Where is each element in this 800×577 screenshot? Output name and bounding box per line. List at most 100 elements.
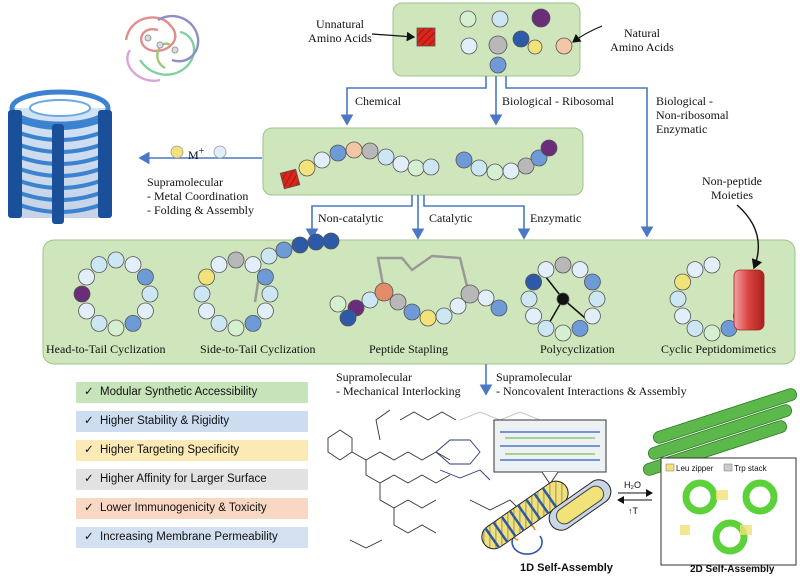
residue [261, 285, 279, 303]
benefit-text: Higher Targeting Specificity [100, 444, 240, 456]
residue [520, 290, 538, 308]
benefit-item: ✓ Higher Affinity for Larger Surface [76, 469, 308, 490]
supramolecular-metal-label: Supramolecular - Metal Coordination - Fo… [147, 175, 255, 217]
enzymatic-label: Enzymatic [530, 211, 582, 225]
residue [136, 268, 154, 286]
residue [554, 324, 572, 342]
side-to-tail-ring [193, 232, 340, 337]
temperature-label: ↑T [628, 506, 638, 516]
chemical-route-label: Chemical [355, 94, 401, 108]
residue [686, 319, 704, 337]
mechanically-interlocked-peptide-image [327, 409, 561, 555]
residue [669, 290, 687, 308]
cyclic-peptidomimetic [669, 256, 765, 342]
check-icon: ✓ [84, 473, 94, 485]
trp-stack-label: Trp stack [734, 464, 767, 473]
metal-ion-icon [170, 145, 184, 159]
benefit-text: Modular Synthetic Accessibility [100, 386, 258, 398]
nonpeptide-moieties-label: Non-peptide Moieties [702, 174, 762, 202]
protein-structure-image [124, 14, 200, 82]
residue [244, 256, 262, 274]
cyclization-arrows [305, 195, 531, 240]
supramolecular-noncovalent-label: Supramolecular - Noncovalent Interaction… [496, 370, 687, 398]
peptide-stapling-label: Peptide Stapling [369, 342, 448, 356]
peptide-nanotube-image [8, 89, 112, 224]
residue [107, 251, 125, 269]
benefit-text: Increasing Membrane Permeability [100, 531, 278, 543]
route-arrows [138, 76, 654, 238]
residue [584, 307, 601, 325]
one-d-assembly-image [481, 419, 612, 550]
unnatural-amino-acids-label: Unnatural Amino Acids [308, 17, 372, 45]
residue [90, 256, 108, 274]
residue [537, 261, 555, 279]
benefit-item: ✓ Modular Synthetic Accessibility [76, 382, 308, 403]
residue [525, 273, 542, 291]
benefit-text: Higher Affinity for Larger Surface [100, 473, 267, 485]
residue [210, 314, 228, 332]
benefit-text: Lower Immunogenicity & Toxicity [100, 502, 267, 514]
linear-peptide-chemical [279, 141, 440, 190]
supramolecular-mechanical-label: Supramolecular - Mechanical Interlocking [336, 370, 461, 398]
residue [256, 302, 274, 320]
unnatural-amino-acid [416, 27, 436, 47]
one-d-assembly-label: 1D Self-Assembly [520, 562, 613, 574]
residue [256, 268, 274, 286]
benefit-item: ✓Increasing Membrane Permeability [76, 527, 308, 548]
residue [674, 307, 691, 325]
residue [78, 302, 95, 320]
residue [227, 319, 245, 337]
residue [198, 302, 216, 320]
residue [193, 285, 211, 303]
two-d-assembly-image [642, 388, 798, 566]
residue [141, 285, 159, 303]
residue [584, 273, 601, 291]
cyclic-peptidomimetics-label: Cyclic Peptidomimetics [661, 342, 776, 356]
catalytic-label: Catalytic [429, 211, 473, 225]
head-to-tail-ring [73, 251, 159, 337]
residue [571, 261, 589, 279]
head-to-tail-label: Head-to-Tail Cyclization [46, 342, 166, 356]
residue [107, 319, 125, 337]
check-icon: ✓ [84, 502, 94, 514]
residue [686, 261, 704, 279]
residue [73, 285, 91, 303]
peptide-stapling [329, 254, 508, 327]
residue [227, 251, 245, 269]
residue [198, 268, 216, 286]
residue [525, 307, 542, 325]
check-icon: ✓ [84, 415, 94, 427]
residue [210, 256, 228, 274]
polycyclization-ring [520, 256, 606, 342]
leu-zipper-label: Leu zipper [676, 464, 714, 473]
peptide-residue-icon [213, 145, 227, 159]
residue [90, 314, 108, 332]
residue [244, 314, 262, 332]
benefit-item: ✓ Higher Targeting Specificity [76, 440, 308, 461]
amino-acid-pool [416, 8, 573, 74]
residue [674, 273, 691, 291]
residue [703, 324, 721, 342]
linear-peptide-ribosomal [455, 139, 558, 181]
natural-amino-acids-label: Natural Amino Acids [610, 26, 674, 54]
residue [136, 302, 154, 320]
metal-ion-label: M+ [188, 146, 205, 162]
residue [124, 314, 142, 332]
water-label: H₂O [624, 480, 641, 490]
residue [537, 319, 555, 337]
nonribosomal-route-label: Biological - Non-ribosomal Enzymatic [656, 94, 729, 136]
residue [703, 256, 721, 274]
check-icon: ✓ [84, 444, 94, 456]
polycyclization-label: Polycyclization [540, 342, 615, 356]
benefit-item: ✓Higher Stability & Rigidity [76, 411, 308, 432]
residue [588, 290, 606, 308]
residue [554, 256, 572, 274]
check-icon: ✓ [84, 386, 94, 398]
residue [571, 319, 589, 337]
two-d-assembly-label: 2D Self-Assembly [690, 564, 775, 575]
side-to-tail-label: Side-to-Tail Cyclization [200, 342, 316, 356]
noncatalytic-label: Non-catalytic [318, 211, 384, 225]
benefit-item: ✓ Lower Immunogenicity & Toxicity [76, 498, 308, 519]
